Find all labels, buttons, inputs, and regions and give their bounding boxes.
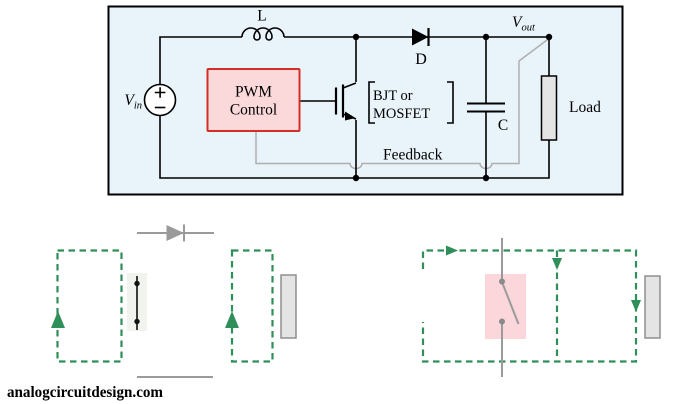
load-resistor-small	[280, 274, 297, 339]
diode-label: D	[415, 51, 427, 68]
load-resistor-small-2	[644, 275, 661, 339]
junction-dots	[352, 33, 553, 182]
loop-arrow-down-mid	[552, 258, 562, 270]
boost-converter-schematic: L Vin PWM Control BJT or MOSFET	[107, 5, 624, 196]
transistor-line1: BJT or	[373, 88, 413, 104]
inductor-label: L	[257, 8, 266, 25]
capacitor-label: C	[498, 117, 508, 134]
left-bracket	[368, 81, 375, 124]
watermark: analogcircuitdesign.com	[7, 384, 163, 401]
source-arrow	[345, 111, 356, 121]
pwm-label-line2: Control	[230, 102, 277, 119]
diode-off-symbol	[137, 224, 214, 242]
charging-current-loop	[421, 249, 638, 363]
load-label: Load	[569, 99, 601, 116]
diode-symbol	[412, 28, 430, 46]
vout-label: Vout	[512, 14, 536, 34]
loop2-arrow-up	[225, 311, 239, 328]
diagram-switch-open	[421, 238, 661, 377]
mosfet-symbol	[334, 82, 357, 121]
plus-sign	[154, 87, 166, 98]
diagram-switch-closed	[51, 224, 297, 378]
transistor-line2: MOSFET	[373, 106, 430, 122]
loop1-arrow-up	[51, 311, 65, 328]
pwm-control-box: PWM Control	[206, 68, 301, 132]
drain-lead	[342, 82, 357, 89]
pwm-label-line1: PWM	[235, 84, 272, 101]
switch-open-symbol	[485, 238, 526, 377]
loop-arrow-down-right	[631, 300, 641, 312]
loop-arrow-right	[446, 245, 458, 256]
vin-source	[143, 83, 177, 117]
switch-closed-symbol	[127, 273, 147, 331]
load-resistor	[540, 75, 558, 141]
output-current-loop	[230, 249, 274, 363]
transistor-annotation: BJT or MOSFET	[368, 81, 454, 124]
inductor-coil	[241, 27, 285, 41]
feedback-wire	[255, 37, 550, 170]
right-bracket	[447, 81, 454, 124]
feedback-label: Feedback	[383, 147, 443, 164]
capacitor-symbol	[467, 102, 505, 113]
input-current-loop	[56, 249, 123, 363]
vin-label: Vin	[124, 92, 142, 112]
